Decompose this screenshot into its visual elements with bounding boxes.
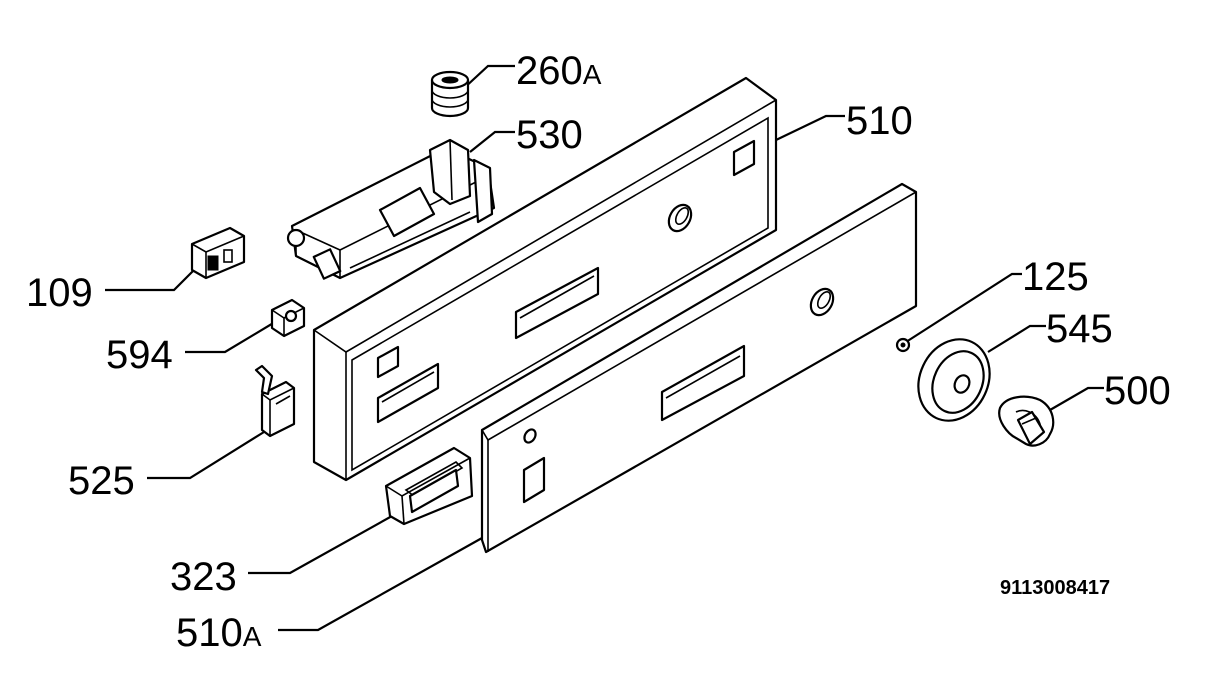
- leader-323: [248, 515, 393, 575]
- label-525: 525: [68, 459, 135, 503]
- part-500-knob: [998, 395, 1055, 447]
- leader-594: [185, 321, 276, 354]
- part-125-small-nut: [895, 337, 911, 353]
- leader-260a: [461, 64, 515, 91]
- part-525-micro-switch: [254, 364, 296, 438]
- part-510-control-panel: [312, 76, 778, 482]
- label-125: 125: [1022, 255, 1089, 299]
- leader-545: [987, 324, 1046, 353]
- part-594-nut: [270, 298, 306, 338]
- document-number: 9113008417: [1000, 577, 1110, 599]
- label-545: 545: [1046, 307, 1113, 351]
- label-500: 500: [1104, 369, 1171, 413]
- part-545-knob-disc: [917, 338, 991, 422]
- label-260a: 260A: [516, 49, 602, 93]
- label-530: 530: [516, 113, 583, 157]
- part-260a-grommet: [430, 70, 470, 118]
- leader-510: [775, 114, 845, 141]
- label-323: 323: [170, 555, 237, 599]
- part-109-clip: [190, 226, 246, 280]
- part-323-window-frame: [384, 446, 474, 526]
- leader-125: [905, 272, 1022, 343]
- part-510a-front-plate: [480, 182, 918, 554]
- part-labels: 260A 530 510 109 594 125 545 500 525 323…: [26, 49, 1171, 655]
- label-594: 594: [106, 333, 173, 377]
- label-109: 109: [26, 271, 93, 315]
- leader-525: [147, 431, 265, 480]
- part-530-switch-bracket: [286, 138, 496, 280]
- leader-510a: [278, 537, 483, 632]
- leader-500: [1049, 386, 1104, 411]
- label-510a: 510A: [176, 611, 262, 655]
- leader-530: [469, 130, 515, 153]
- leader-lines: [105, 64, 1104, 632]
- label-510: 510: [846, 99, 913, 143]
- leader-109: [105, 267, 197, 292]
